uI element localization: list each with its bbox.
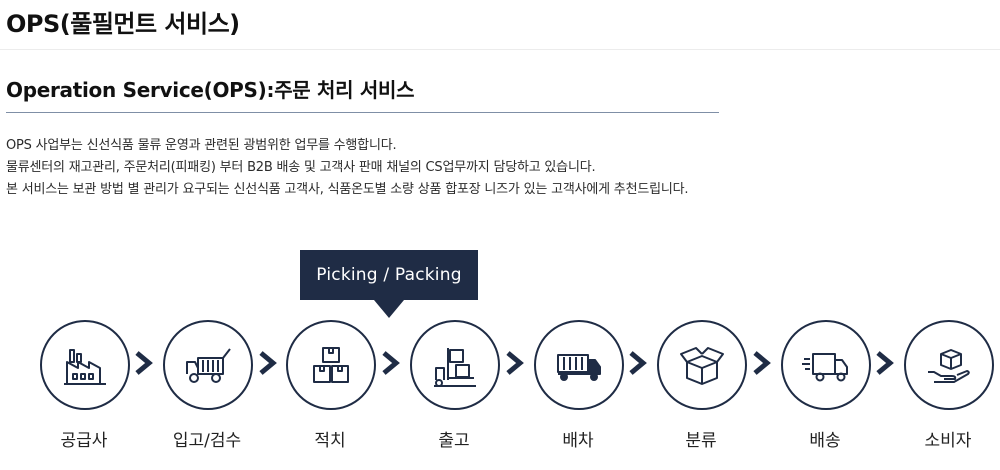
section-divider bbox=[6, 112, 719, 113]
chevron-right-icon bbox=[752, 350, 772, 376]
delivery-truck-icon bbox=[802, 353, 848, 382]
container-truck-icon bbox=[557, 354, 601, 381]
step-label: 배차 bbox=[562, 431, 594, 451]
chevron-right-icon bbox=[505, 350, 525, 376]
step-circle bbox=[286, 320, 376, 410]
open-box-icon bbox=[680, 347, 724, 385]
step-supplier: 공급사 bbox=[39, 320, 135, 470]
description-line: 본 서비스는 보관 방법 별 관리가 요구되는 신선식품 고객사, 식품온도별 … bbox=[6, 182, 689, 197]
step-storage: 적치 bbox=[285, 320, 381, 470]
description-line: OPS 사업부는 신선식품 물류 운영과 관련된 광범위한 업무를 수행합니다. bbox=[6, 138, 397, 153]
step-label: 배송 bbox=[809, 431, 841, 451]
step-dispatch: 배차 bbox=[533, 320, 629, 470]
step-outbound: 출고 bbox=[409, 320, 505, 470]
description: OPS 사업부는 신선식품 물류 운영과 관련된 광범위한 업무를 수행합니다.… bbox=[6, 135, 689, 201]
callout-pointer bbox=[374, 300, 404, 318]
title-divider bbox=[0, 49, 1000, 50]
step-circle bbox=[410, 320, 500, 410]
page-title: OPS(풀필먼트 서비스) bbox=[6, 10, 240, 38]
chevron-right-icon bbox=[875, 350, 895, 376]
step-circle bbox=[657, 320, 747, 410]
step-label: 분류 bbox=[685, 431, 717, 451]
description-line: 물류센터의 재고관리, 주문처리(피패킹) 부터 B2B 배송 및 고객사 판매… bbox=[6, 160, 596, 175]
step-label: 출고 bbox=[438, 431, 470, 451]
chevron-right-icon bbox=[628, 350, 648, 376]
picking-packing-callout: Picking / Packing bbox=[300, 250, 478, 300]
section-title: Operation Service(OPS):주문 처리 서비스 bbox=[6, 78, 415, 102]
hand-box-icon bbox=[928, 349, 970, 383]
garbage-truck-icon bbox=[186, 348, 231, 383]
step-consumer: 소비자 bbox=[903, 320, 999, 470]
step-circle bbox=[163, 320, 253, 410]
step-circle bbox=[781, 320, 871, 410]
step-receiving: 입고/검수 bbox=[162, 320, 258, 470]
chevron-right-icon bbox=[381, 350, 401, 376]
chevron-right-icon bbox=[258, 350, 278, 376]
step-delivery: 배송 bbox=[780, 320, 876, 470]
step-circle bbox=[534, 320, 624, 410]
step-circle bbox=[40, 320, 130, 410]
stacked-boxes-icon bbox=[313, 347, 349, 383]
step-circle bbox=[904, 320, 994, 410]
step-label: 입고/검수 bbox=[172, 431, 242, 451]
step-sorting: 분류 bbox=[656, 320, 752, 470]
step-label: 소비자 bbox=[924, 431, 972, 451]
forklift-icon bbox=[434, 348, 476, 387]
chevron-right-icon bbox=[134, 350, 154, 376]
step-label: 적치 bbox=[314, 431, 346, 451]
step-label: 공급사 bbox=[60, 431, 108, 451]
factory-icon bbox=[64, 349, 106, 385]
